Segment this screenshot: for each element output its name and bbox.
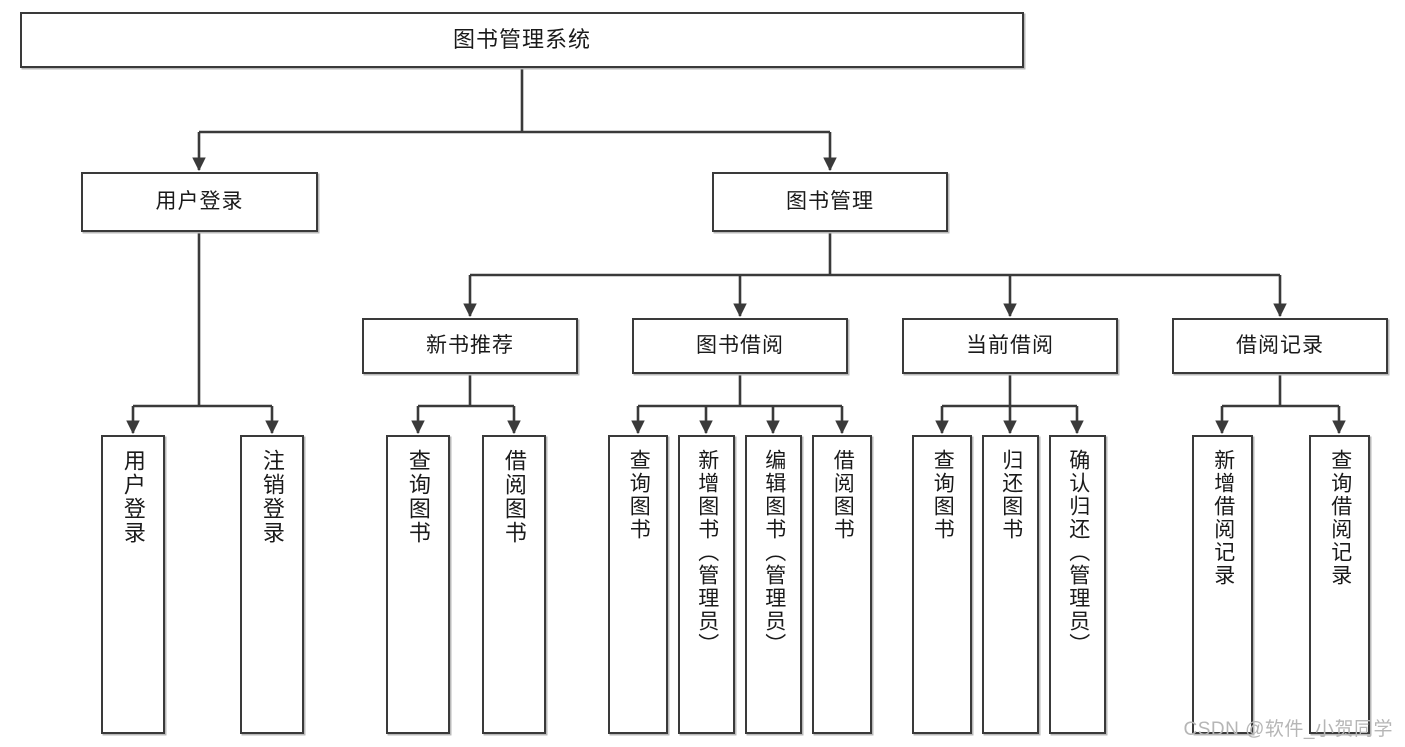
node-label: 编辑图书（管理员） [762,449,786,656]
node-book-management[interactable]: 图书管理 [712,172,948,232]
node-label: 新书推荐 [426,334,514,358]
node-label: 用户登录 [155,190,244,214]
node-leaf-query-borrow-record[interactable]: 查询借阅记录 [1309,435,1370,734]
node-leaf-borrow-book[interactable]: 借阅图书 [812,435,872,734]
node-label: 确认归还（管理员） [1066,449,1090,656]
node-label: 注销登录 [259,449,285,545]
node-label: 当前借阅 [966,334,1054,358]
node-user-login[interactable]: 用户登录 [81,172,318,232]
node-leaf-logout-login[interactable]: 注销登录 [240,435,304,734]
node-leaf-query-book-current[interactable]: 查询图书 [912,435,972,734]
node-leaf-add-book[interactable]: 新增图书（管理员） [678,435,735,734]
node-label: 查询图书 [931,449,955,541]
node-label: 借阅记录 [1236,334,1324,358]
node-label: 借阅图书 [831,449,855,541]
node-label: 图书管理 [786,190,874,214]
node-label: 图书管理系统 [452,26,591,52]
node-leaf-return-book[interactable]: 归还图书 [982,435,1039,734]
node-label: 新增图书（管理员） [695,449,719,656]
node-label: 新增借阅记录 [1211,449,1235,587]
node-label: 图书借阅 [696,334,784,358]
node-label: 查询图书 [405,449,431,545]
node-label: 借阅图书 [501,449,527,545]
node-leaf-query-book-recommend[interactable]: 查询图书 [386,435,450,734]
node-root-system[interactable]: 图书管理系统 [20,12,1024,68]
watermark-text: CSDN @软件_小贺同学 [1183,719,1393,740]
node-label: 查询借阅记录 [1328,449,1352,587]
node-leaf-borrow-book-recommend[interactable]: 借阅图书 [482,435,546,734]
node-leaf-query-book-borrow[interactable]: 查询图书 [608,435,668,734]
node-label: 查询图书 [627,449,651,541]
node-leaf-edit-book[interactable]: 编辑图书（管理员） [745,435,802,734]
node-leaf-add-borrow-record[interactable]: 新增借阅记录 [1192,435,1253,734]
node-new-book-recommend[interactable]: 新书推荐 [362,318,578,374]
node-leaf-user-login[interactable]: 用户登录 [101,435,165,734]
node-current-borrow[interactable]: 当前借阅 [902,318,1118,374]
node-label: 用户登录 [120,449,146,545]
node-label: 归还图书 [999,449,1023,541]
node-book-borrow[interactable]: 图书借阅 [632,318,848,374]
node-leaf-confirm-return[interactable]: 确认归还（管理员） [1049,435,1106,734]
node-borrow-record[interactable]: 借阅记录 [1172,318,1388,374]
